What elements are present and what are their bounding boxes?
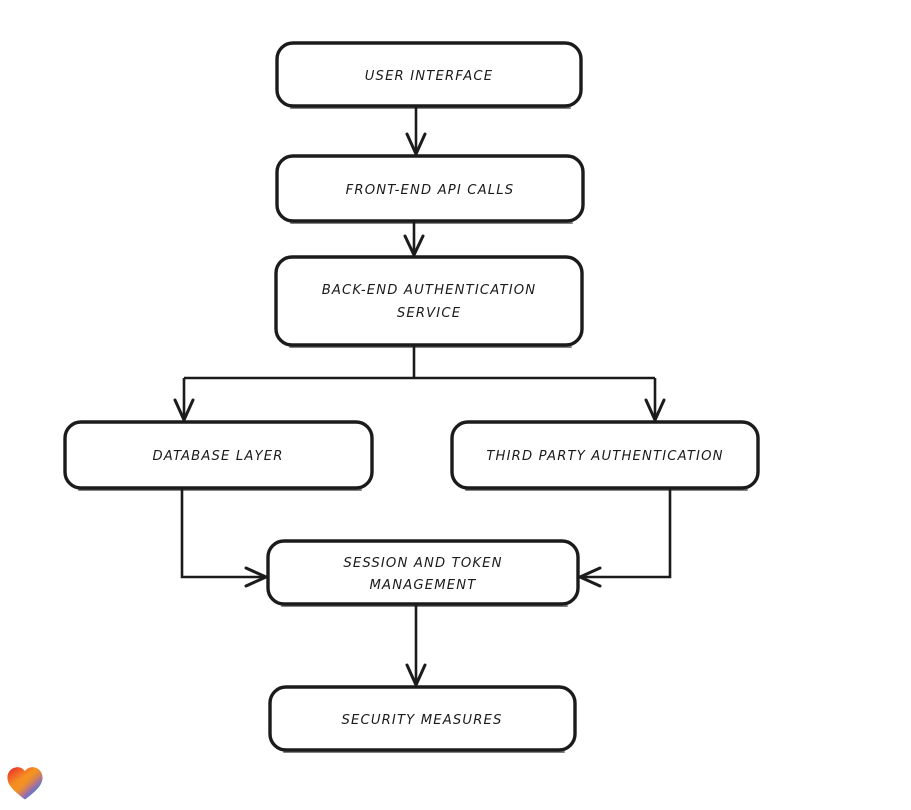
nodes-layer: USER INTERFACE FRONT-END API CALLS BACK-…	[63, 41, 760, 753]
edge-database-to-session	[180, 488, 268, 588]
node-security-measures-label: SECURITY MEASURES	[341, 713, 502, 728]
node-user-interface-label: USER INTERFACE	[365, 69, 494, 84]
node-third-party-authentication-shape	[450, 420, 760, 490]
node-session-and-token-management-shape	[266, 539, 580, 606]
node-third-party-authentication-label: THIRD PARTY AUTHENTICATION	[486, 449, 723, 464]
node-back-end-authentication-service-label-line1: BACK-END AUTHENTICATION	[322, 283, 537, 298]
edge-api-to-backend	[403, 221, 425, 257]
node-front-end-api-calls[interactable]: FRONT-END API CALLS	[275, 154, 585, 224]
node-back-end-authentication-service[interactable]: BACK-END AUTHENTICATION SERVICE	[274, 255, 584, 348]
node-database-layer-label: DATABASE LAYER	[152, 449, 283, 464]
node-user-interface-shape	[275, 41, 583, 108]
node-front-end-api-calls-label: FRONT-END API CALLS	[346, 183, 515, 198]
edge-thirdparty-to-session	[578, 488, 672, 588]
node-third-party-authentication[interactable]: THIRD PARTY AUTHENTICATION	[450, 420, 760, 491]
node-front-end-api-calls-shape	[275, 154, 585, 223]
node-session-and-token-management-label-line1: SESSION AND TOKEN	[343, 556, 502, 571]
node-back-end-authentication-service-label-line2: SERVICE	[397, 306, 461, 321]
node-security-measures[interactable]: SECURITY MEASURES	[268, 685, 577, 753]
node-back-end-authentication-service-shape	[274, 255, 584, 347]
heart-icon	[7, 767, 43, 800]
node-database-layer[interactable]: DATABASE LAYER	[63, 420, 374, 491]
node-security-measures-shape	[268, 685, 577, 752]
edge-session-to-security	[405, 604, 427, 687]
edge-backend-to-thirdparty	[644, 378, 666, 422]
edges-layer	[173, 106, 672, 687]
edge-ui-to-api	[405, 106, 427, 156]
edge-backend-to-database	[173, 378, 195, 422]
node-database-layer-shape	[63, 420, 374, 490]
node-session-and-token-management-label-line2: MANAGEMENT	[370, 578, 477, 593]
node-user-interface[interactable]: USER INTERFACE	[275, 41, 583, 109]
heart-icon-overlay	[7, 767, 43, 800]
node-session-and-token-management[interactable]: SESSION AND TOKEN MANAGEMENT	[266, 539, 580, 607]
